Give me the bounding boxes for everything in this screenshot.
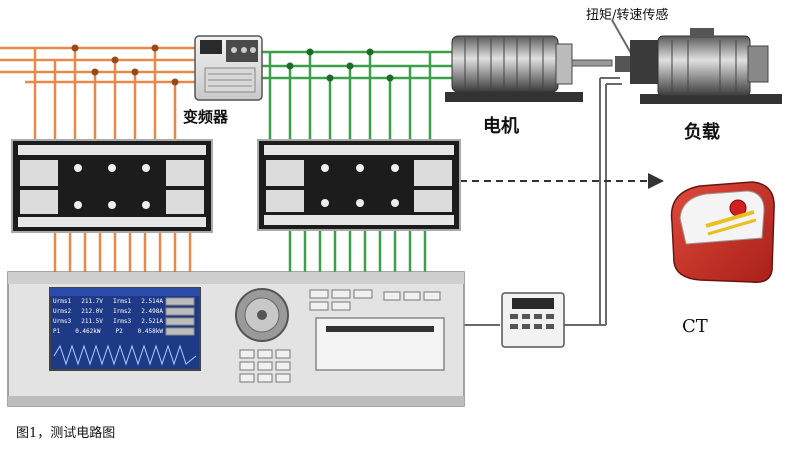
screen-row: Urms1 211.7V Irms1 2.514A xyxy=(53,297,163,307)
load-device xyxy=(615,28,782,104)
screen-row: P1 0.462kW P2 0.458kW xyxy=(53,327,163,337)
screen-cell: 212.0V xyxy=(81,308,103,315)
label-torque-sensor: 扭矩/转速传感 xyxy=(586,8,669,23)
label-load: 负载 xyxy=(684,122,720,143)
label-ct: CT xyxy=(682,316,708,337)
screen-cell: 2.498A xyxy=(141,308,163,315)
motor-device xyxy=(445,35,613,102)
screen-cell: Irms3 xyxy=(113,318,132,325)
screen-cell: Urms2 xyxy=(53,308,72,315)
module-right xyxy=(257,139,461,231)
orange-junctions xyxy=(71,44,179,86)
screen-cell: P2 xyxy=(115,328,123,335)
screen-cell: 211.7V xyxy=(81,298,103,305)
screen-cell: Urms1 xyxy=(53,298,72,305)
screen-cell: 0.462kW xyxy=(75,328,101,335)
screen-row: Urms3 211.5V Irms3 2.521A xyxy=(53,317,163,327)
screen-cell: 2.514A xyxy=(141,298,163,305)
inverter-device xyxy=(194,35,263,101)
signal-wires xyxy=(460,19,633,326)
module-left xyxy=(11,139,213,233)
screen-cell: 211.5V xyxy=(81,318,103,325)
screen-cell: P1 xyxy=(53,328,61,335)
figure-caption: 图1，测试电路图 xyxy=(16,426,116,441)
screen-cell: 2.521A xyxy=(141,318,163,325)
screen-cell: Urms3 xyxy=(53,318,72,325)
power-analyzer xyxy=(7,271,465,407)
analyzer-screen-readouts: Urms1 211.7V Irms1 2.514A Urms2 212.0V Irms2 2… xyxy=(53,297,163,337)
label-motor: 电机 xyxy=(483,116,519,137)
green-junctions xyxy=(286,48,394,82)
torque-meter xyxy=(501,292,565,348)
screen-cell: 0.458kW xyxy=(137,328,163,335)
screen-cell: Irms2 xyxy=(113,308,132,315)
screen-cell: Irms1 xyxy=(113,298,132,305)
screen-row: Urms2 212.0V Irms2 2.498A xyxy=(53,307,163,317)
label-inverter: 变频器 xyxy=(183,108,229,126)
ct-device xyxy=(670,181,775,283)
